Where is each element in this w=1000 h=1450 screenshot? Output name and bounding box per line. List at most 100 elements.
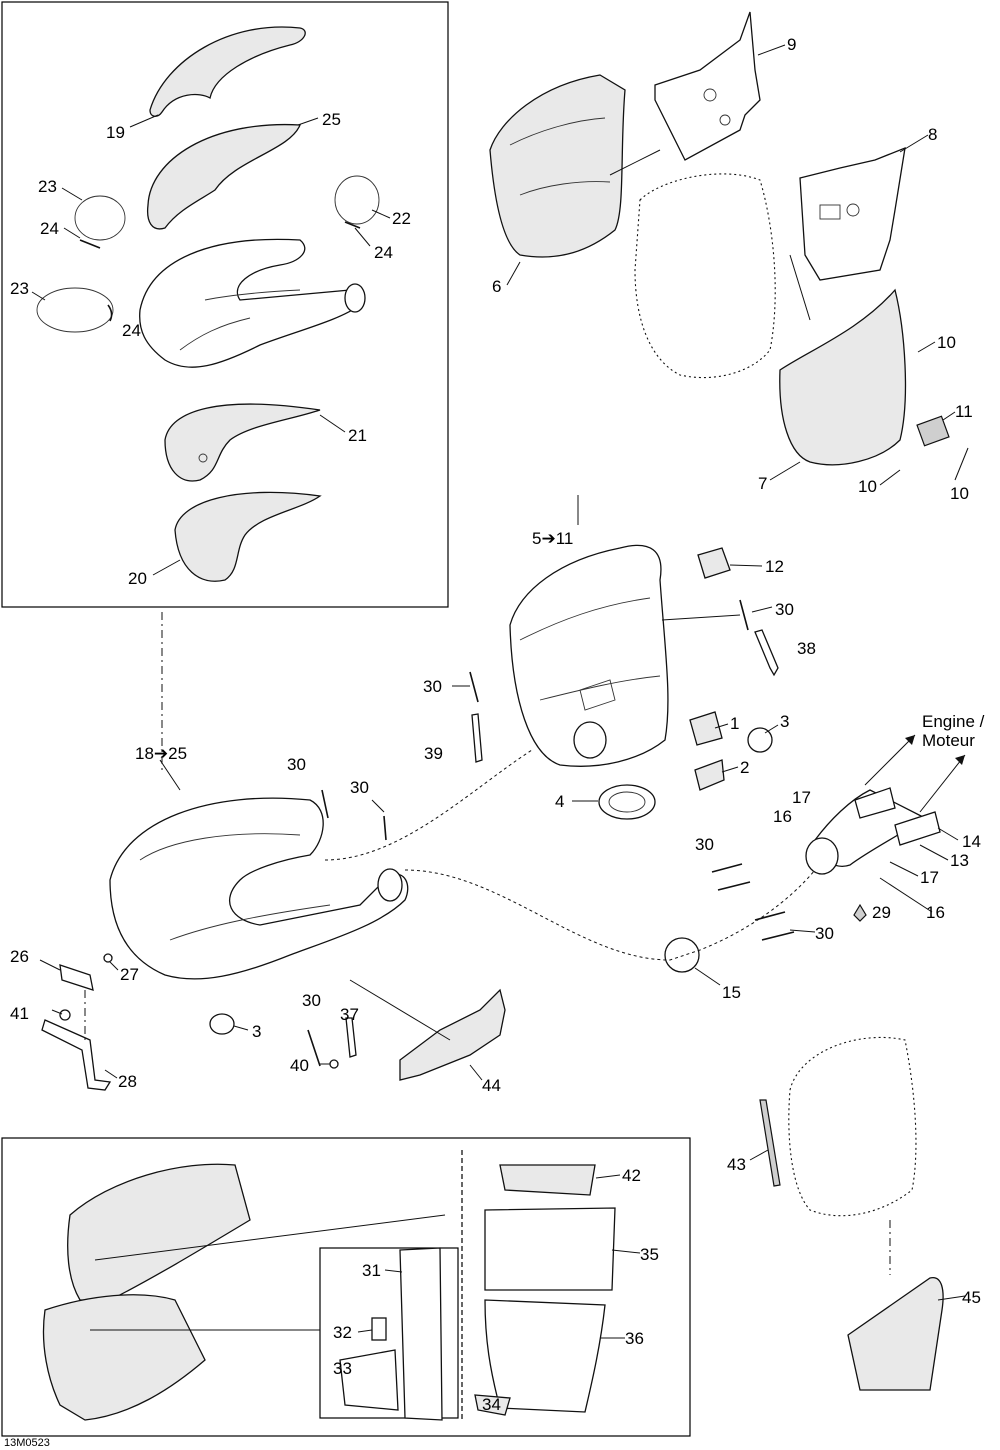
callout-23-lower: 23	[10, 279, 29, 298]
part-29-nut	[853, 903, 867, 922]
callout-30-pipe-b: 30	[350, 778, 369, 797]
leader-18	[159, 759, 181, 791]
callout-33: 33	[333, 1359, 352, 1378]
callout-10-mid: 10	[858, 477, 877, 496]
part-26-bracket	[59, 964, 94, 991]
part-7-shield	[779, 288, 907, 466]
muffler-outline-upper	[634, 173, 776, 379]
part-15-ring	[664, 937, 700, 973]
callout-30-right: 30	[815, 924, 834, 943]
tuned-pipe-inset-detail	[179, 289, 301, 351]
leader-10c	[954, 447, 969, 481]
part-25-shield	[146, 123, 301, 230]
leader-10b	[879, 469, 901, 486]
part-21-shield	[164, 403, 321, 482]
spring-30-left-muffler	[469, 671, 479, 703]
part-8-hole	[846, 203, 860, 217]
part-32-clip	[371, 1317, 387, 1341]
callout-30-pipe-c: 30	[302, 991, 321, 1010]
callout-27: 27	[120, 965, 139, 984]
callout-18-to-25: 18➔25	[135, 744, 187, 763]
callout-17-upper: 17	[792, 788, 811, 807]
tuned-pipe-18-outlet	[377, 868, 403, 902]
leader-41	[51, 1009, 63, 1015]
leader-3-right	[764, 724, 779, 734]
callout-26: 26	[10, 947, 29, 966]
clamp-23-upper	[74, 195, 126, 241]
part-14-gasket	[894, 811, 941, 846]
engine-label-line1: Engine /	[922, 712, 985, 731]
part-12-grommet	[697, 547, 731, 579]
leader-13	[919, 844, 949, 861]
leader-45	[937, 1295, 966, 1301]
callout-14: 14	[962, 832, 981, 851]
callout-29: 29	[872, 903, 891, 922]
callout-24-left: 24	[40, 219, 59, 238]
part-3-grommet-right	[747, 727, 773, 753]
callout-12: 12	[765, 557, 784, 576]
part-9-hole-a	[703, 88, 717, 102]
part-44-shield	[399, 988, 506, 1081]
spring-24-c	[107, 304, 113, 322]
engine-arrow-2	[919, 754, 966, 813]
part-27-bolt	[103, 953, 113, 963]
part-8-gasket	[799, 146, 906, 281]
callout-22: 22	[392, 209, 411, 228]
belly-pan-lower	[42, 1294, 206, 1421]
muffler-5-outlet	[573, 721, 607, 759]
part-6-shield	[489, 74, 626, 258]
callout-6: 6	[492, 277, 501, 296]
part-13-flange	[805, 837, 839, 875]
leader-6	[506, 261, 521, 286]
engine-arrow-1	[864, 734, 916, 786]
muffler-outline-lower	[788, 1036, 917, 1217]
callout-30-pipe-a: 30	[287, 755, 306, 774]
leader-23b	[31, 291, 46, 301]
part-19-shield	[149, 26, 306, 117]
leader-28	[104, 1069, 118, 1079]
callout-23-upper: 23	[38, 177, 57, 196]
leader-32	[357, 1329, 373, 1333]
spring-30-left-c	[307, 1029, 321, 1067]
leader-24b	[354, 227, 371, 247]
callout-10-right: 10	[950, 484, 969, 503]
leader-15	[694, 967, 721, 986]
callout-15: 15	[722, 983, 741, 1002]
callout-9: 9	[787, 35, 796, 54]
callout-37: 37	[340, 1005, 359, 1024]
part-36-insulator	[484, 1299, 606, 1413]
part-35-insulator	[484, 1207, 616, 1291]
callout-32: 32	[333, 1323, 352, 1342]
part-4-seal	[598, 784, 656, 820]
part-38-hook	[754, 629, 779, 677]
leader-23a	[61, 187, 83, 201]
springs-30-right-a	[711, 863, 751, 891]
guide-pipe-to-ring	[404, 869, 816, 961]
callout-28: 28	[118, 1072, 137, 1091]
leader-30-pipe-b	[371, 799, 385, 813]
part-31-insulator	[399, 1247, 443, 1421]
spring-24-b	[344, 221, 361, 229]
callout-20: 20	[128, 569, 147, 588]
leader-20	[152, 559, 181, 576]
callout-36: 36	[625, 1329, 644, 1348]
spring-30-left-b	[383, 815, 387, 841]
leader-10a	[917, 341, 936, 353]
part-40-nut	[329, 1059, 339, 1069]
leader-14	[937, 827, 959, 841]
callout-30-top-right: 30	[775, 600, 794, 619]
tuned-pipe-inset	[139, 238, 363, 368]
guide-38-arrow	[661, 614, 741, 621]
leader-7	[769, 461, 801, 481]
callout-21: 21	[348, 426, 367, 445]
part-21-hole	[198, 453, 208, 463]
leader-1	[714, 723, 729, 729]
part-45-shield	[847, 1277, 944, 1391]
callout-17-lower: 17	[920, 868, 939, 887]
part-9-gasket	[654, 11, 761, 161]
callout-2: 2	[740, 758, 749, 777]
spring-24-a	[79, 239, 101, 249]
part-1-bracket	[689, 711, 723, 746]
callout-31: 31	[362, 1261, 381, 1280]
callout-8: 8	[928, 125, 937, 144]
